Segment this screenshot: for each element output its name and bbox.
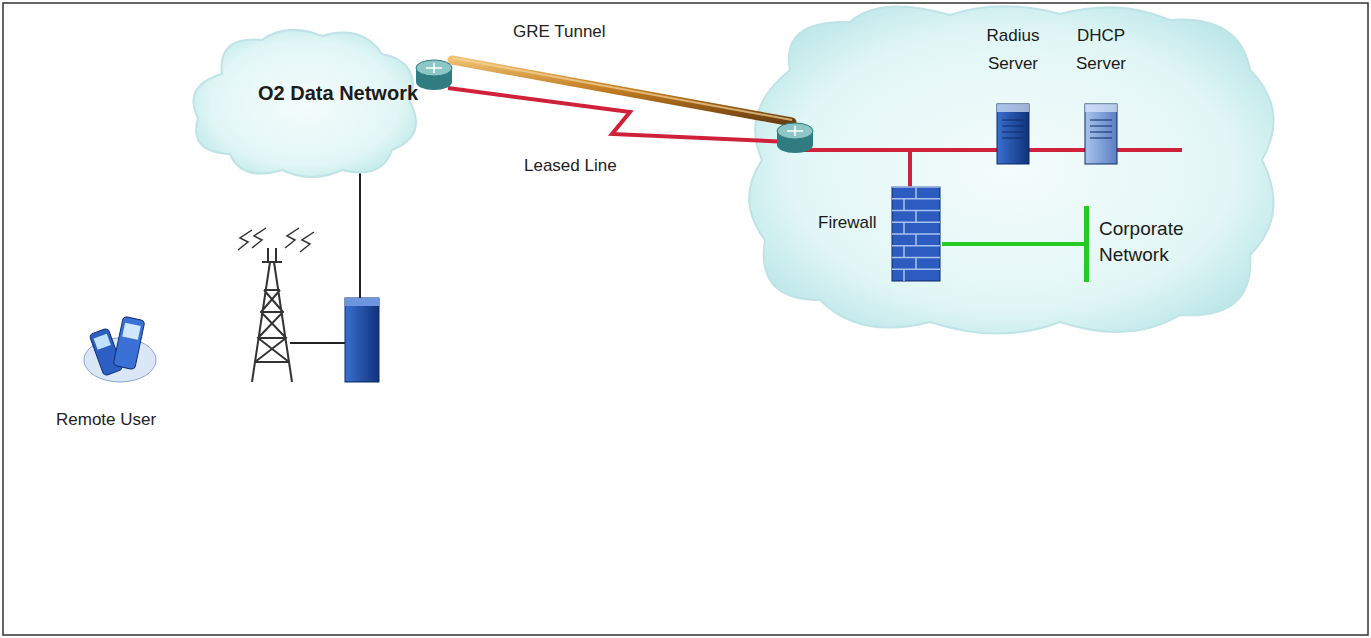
server-icon xyxy=(1083,102,1119,166)
frame xyxy=(3,3,1368,635)
node-label: Firewall xyxy=(818,213,877,233)
network-cloud: O2 Data Network xyxy=(182,24,426,182)
mobile-phones xyxy=(84,316,156,382)
annotation-label: GRE Tunnel xyxy=(513,22,606,42)
lan-bus xyxy=(800,148,1182,152)
annotation-label: Remote User xyxy=(56,410,156,430)
server: Radius Server xyxy=(968,22,1058,166)
node-label: DHCP Server xyxy=(1066,22,1136,78)
backhaul-line xyxy=(290,342,345,344)
router xyxy=(416,60,452,90)
firewall-icon xyxy=(890,185,942,283)
annotation-label: Leased Line xyxy=(524,156,617,176)
firewall-drop xyxy=(908,150,912,188)
node-label: Corporate Network xyxy=(1089,206,1209,268)
router xyxy=(777,123,813,153)
base-station-box xyxy=(345,298,379,382)
firewall: Firewall xyxy=(818,185,942,285)
segment-link xyxy=(942,244,1084,245)
corporate-cloud xyxy=(749,6,1273,333)
server-icon xyxy=(995,102,1031,166)
node-label: Radius Server xyxy=(978,22,1048,78)
backhaul-line xyxy=(359,172,361,300)
network-segment: Corporate Network xyxy=(1084,206,1254,282)
antenna-tower xyxy=(238,228,314,382)
server: DHCP Server xyxy=(1056,22,1146,166)
leased-line xyxy=(448,88,790,142)
node-label: O2 Data Network xyxy=(258,82,418,105)
